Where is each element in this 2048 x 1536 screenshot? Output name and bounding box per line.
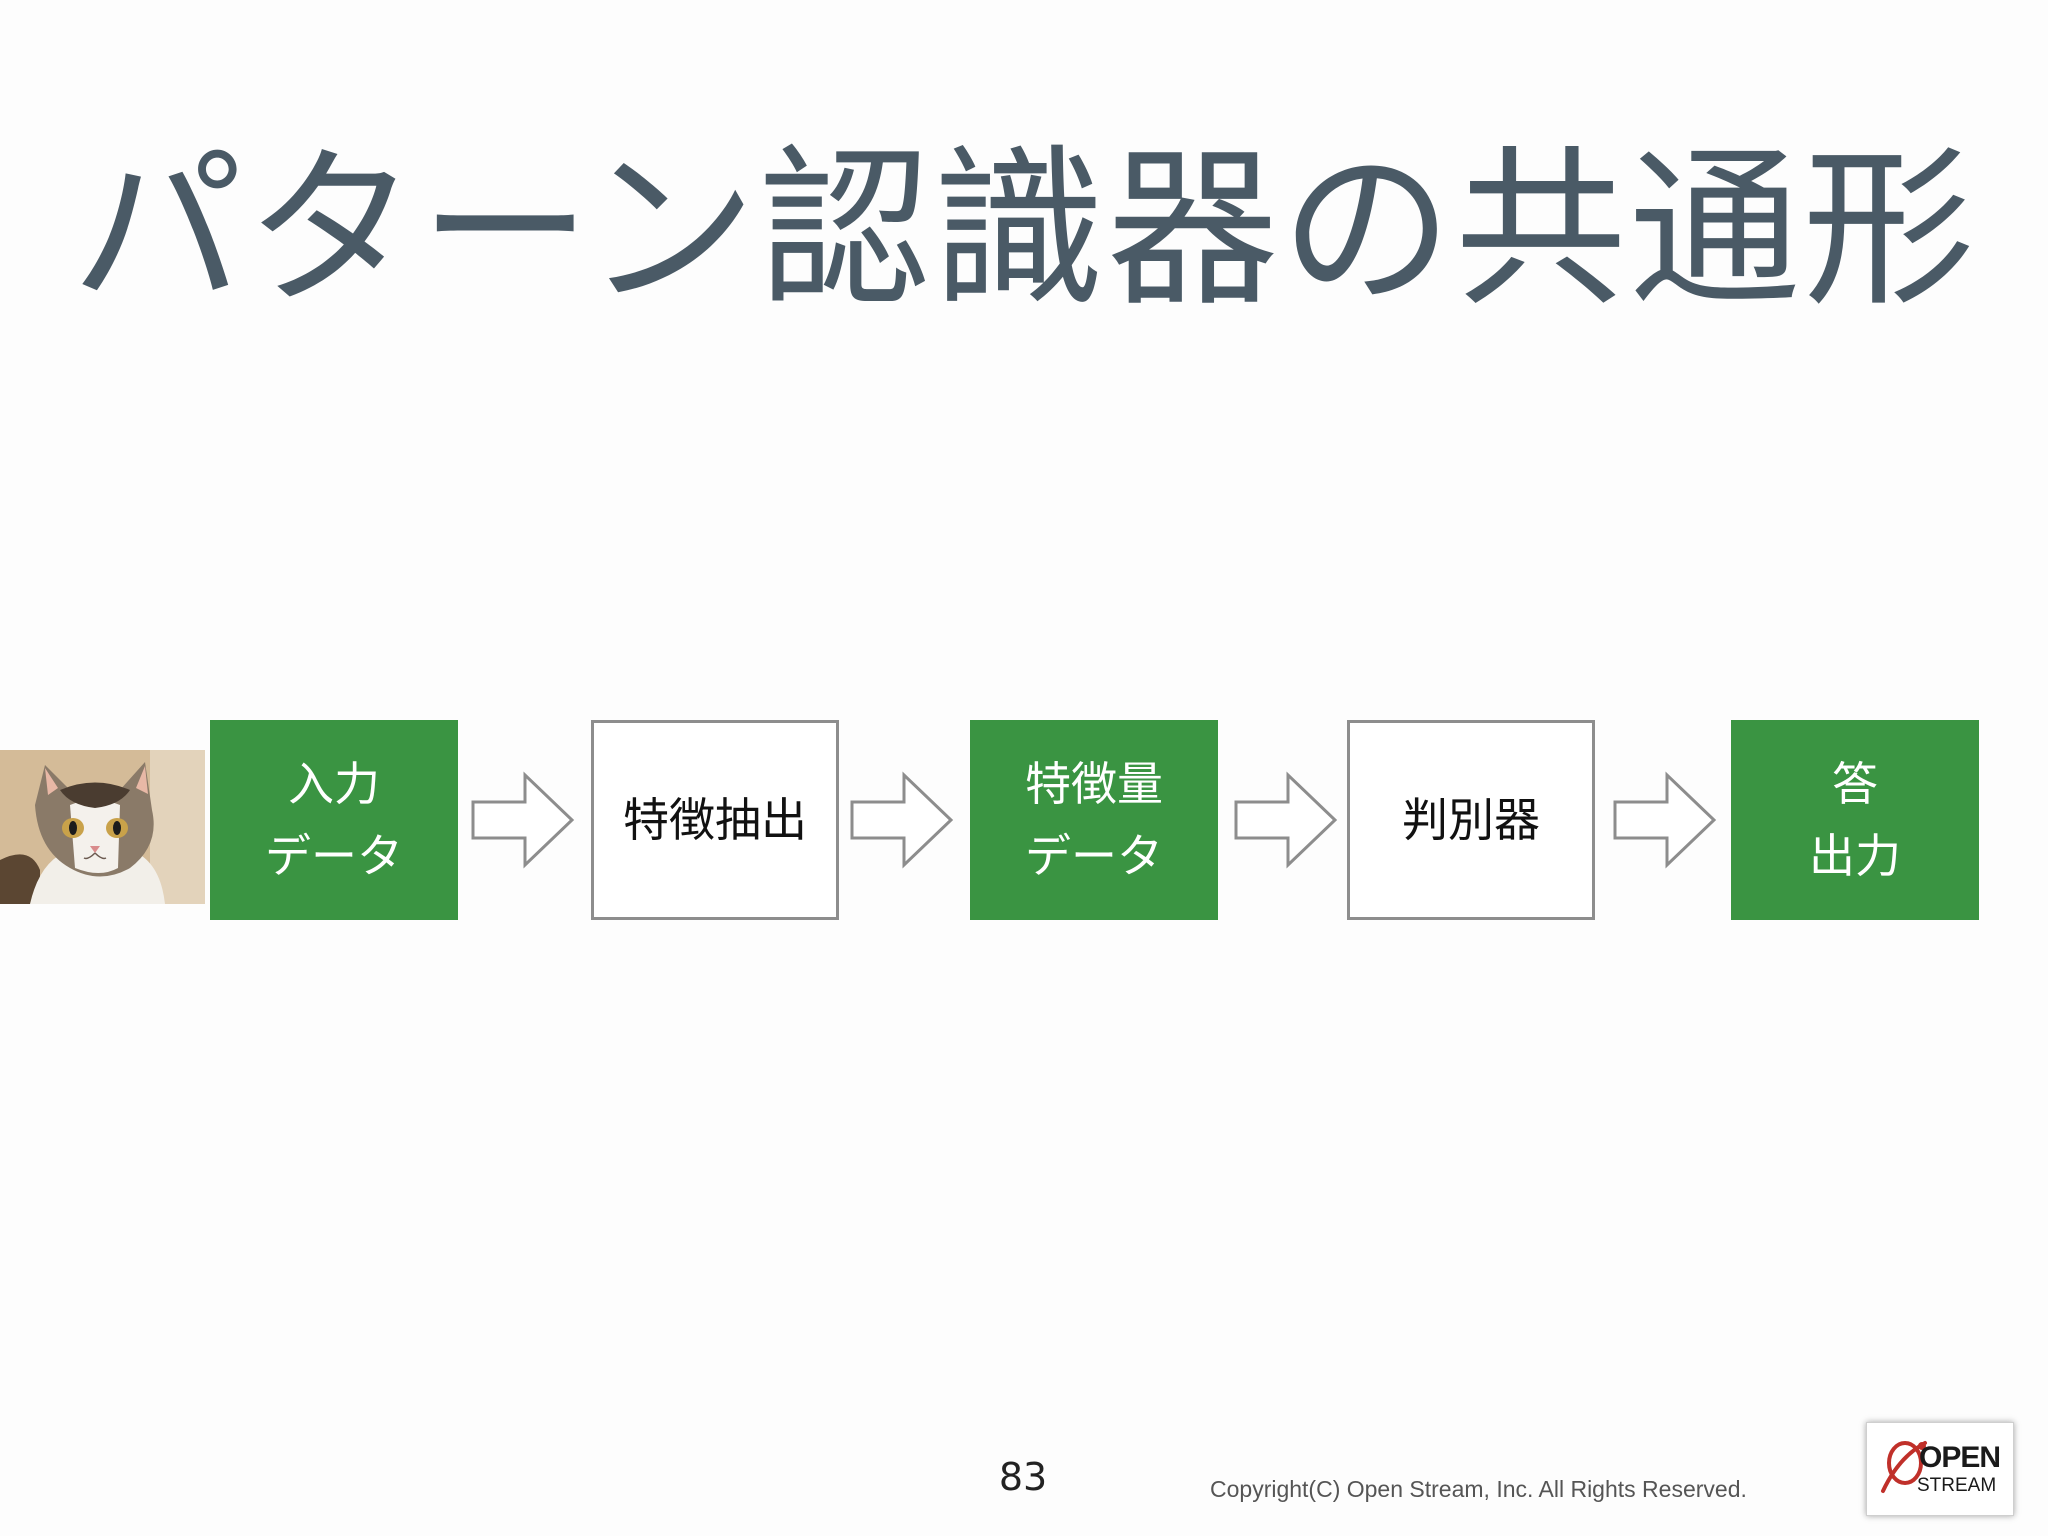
logo-text-stream: STREAM: [1917, 1475, 1997, 1496]
copyright-notice: Copyright(C) Open Stream, Inc. All Right…: [1210, 1476, 1747, 1502]
node-input-line1: 入力: [288, 757, 380, 811]
cat-photo: [0, 750, 205, 904]
cat-image: [0, 750, 205, 904]
node-features-line1: 特徴量: [1025, 757, 1163, 811]
node-input-line2: データ: [265, 829, 403, 883]
hollow-right-arrow-icon: [1613, 771, 1717, 869]
hollow-right-arrow-icon: [1234, 771, 1338, 869]
hollow-right-arrow-icon: [850, 771, 954, 869]
node-output: 答 出力: [1731, 720, 1979, 920]
open-stream-logo: OPEN STREAM: [1866, 1422, 2014, 1516]
page-number: 83: [998, 1455, 1048, 1499]
node-feature-extraction: 特徴抽出: [591, 720, 839, 920]
node-input-data: 入力 データ: [210, 720, 458, 920]
hollow-right-arrow-icon: [471, 771, 575, 869]
logo-text-open: OPEN: [1919, 1441, 2001, 1474]
node-classifier: 判別器: [1347, 720, 1595, 920]
open-stream-swoosh-icon: [1881, 1441, 1927, 1493]
node-feature-data: 特徴量 データ: [970, 720, 1218, 920]
node-extract-label: 特徴抽出: [623, 793, 807, 847]
slide-title: パターン認識器の共通形: [71, 129, 1977, 330]
node-classifier-label: 判別器: [1402, 793, 1540, 847]
node-features-line2: データ: [1025, 829, 1163, 883]
node-output-line2: 出力: [1809, 829, 1901, 883]
node-output-line1: 答: [1832, 757, 1878, 811]
